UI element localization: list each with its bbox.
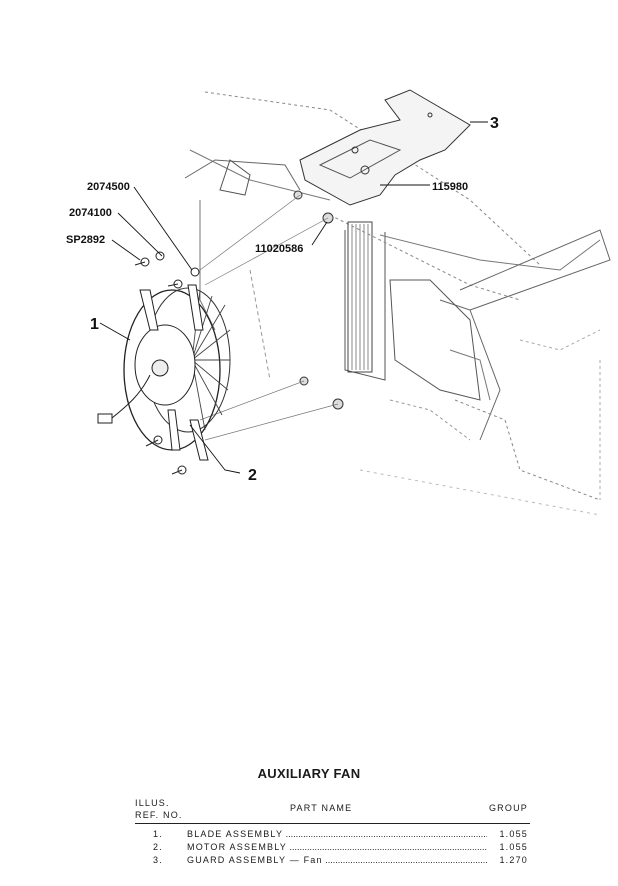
row-ref: 2. — [153, 842, 163, 852]
callout-2074100: 2074100 — [69, 207, 112, 219]
callout-2074500: 2074500 — [87, 181, 130, 193]
callout-11020586: 11020586 — [255, 243, 303, 255]
row-group: 1.055 — [499, 829, 528, 839]
row-group: 1.270 — [499, 855, 528, 865]
header-illus-line2: REF. NO. — [135, 810, 183, 820]
callout-item-2: 2 — [248, 467, 257, 484]
callout-item-1: 1 — [90, 316, 99, 333]
table-row: 2. MOTOR ASSEMBLY ......................… — [135, 842, 530, 854]
callout-sp2892: SP2892 — [66, 234, 105, 246]
row-ref: 1. — [153, 829, 163, 839]
row-ref: 3. — [153, 855, 163, 865]
row-part-name: GUARD ASSEMBLY — Fan ...................… — [187, 855, 487, 865]
page-title: AUXILIARY FAN — [257, 766, 361, 781]
row-part-name: BLADE ASSEMBLY .........................… — [187, 829, 487, 839]
row-group: 1.055 — [499, 842, 528, 852]
callout-item-3: 3 — [490, 115, 499, 132]
callout-115980: 115980 — [432, 181, 468, 193]
header-illus-ref: ILLUS. REF. NO. — [135, 797, 183, 821]
exploded-view-illustration: 2074500 2074100 SP2892 11020586 115980 1… — [66, 89, 611, 516]
header-illus-line1: ILLUS. — [135, 798, 170, 808]
header-part-name: PART NAME — [290, 803, 353, 813]
header-group: GROUP — [488, 803, 528, 813]
header-divider — [135, 823, 530, 824]
table-row: 1. BLADE ASSEMBLY ......................… — [135, 829, 530, 841]
row-part-name: MOTOR ASSEMBLY .........................… — [187, 842, 487, 852]
table-row: 3. GUARD ASSEMBLY — Fan ................… — [135, 855, 530, 867]
